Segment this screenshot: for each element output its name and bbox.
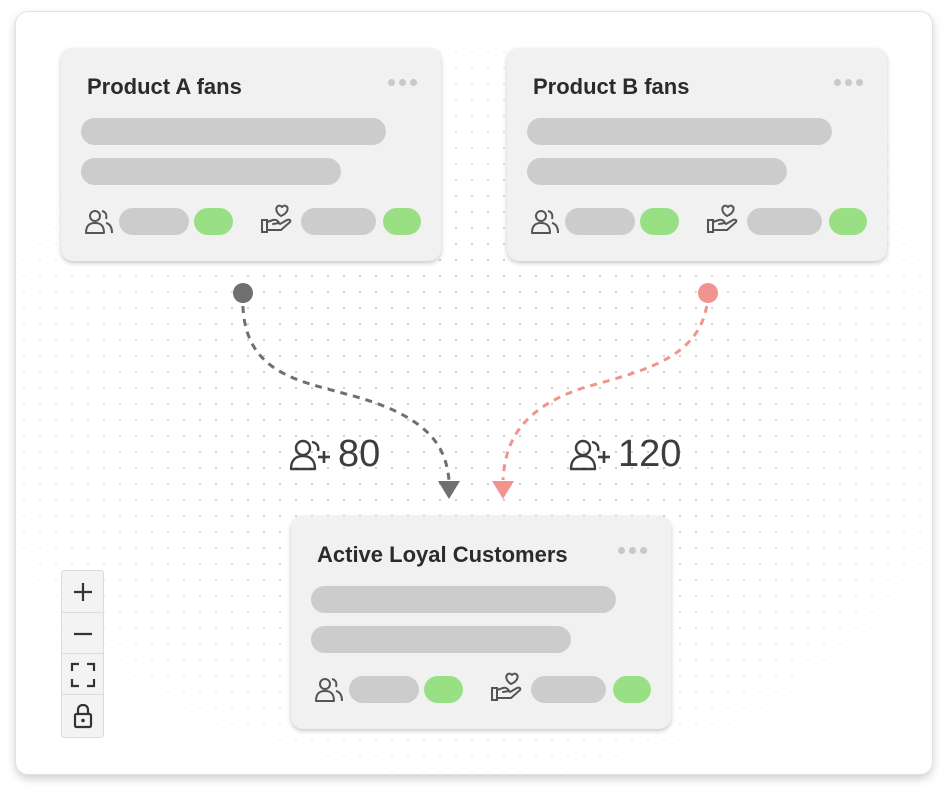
status-pill — [383, 208, 421, 235]
node-title: Product B fans — [533, 74, 690, 99]
fit-screen-icon — [70, 662, 95, 687]
status-pill — [613, 676, 651, 703]
canvas-controls — [61, 570, 104, 738]
more-horizontal-icon[interactable] — [618, 547, 647, 554]
node-card-product-a[interactable]: Product A fans — [61, 48, 441, 261]
users-icon — [315, 678, 343, 702]
hand-heart-icon — [707, 204, 738, 233]
placeholder-pill — [301, 208, 376, 235]
edge-a-to-loyal[interactable] — [241, 292, 451, 481]
placeholder-pill — [349, 676, 419, 703]
node-title: Product A fans — [87, 74, 242, 99]
user-plus-icon — [569, 439, 610, 470]
users-icon — [85, 210, 113, 234]
minus-icon — [73, 632, 92, 635]
more-horizontal-icon[interactable] — [388, 79, 417, 86]
edge-count-b: 120 — [618, 433, 682, 475]
source-handle-b[interactable] — [698, 283, 718, 303]
edge-label-a: 80 — [288, 433, 380, 476]
user-plus-icon — [289, 439, 330, 470]
placeholder-pill — [747, 208, 822, 235]
source-handle-a[interactable] — [233, 283, 253, 303]
placeholder-pill — [531, 676, 606, 703]
placeholder-pill — [565, 208, 635, 235]
placeholder-line — [81, 118, 386, 145]
status-pill — [194, 208, 233, 235]
hand-heart-icon — [491, 672, 522, 701]
users-icon — [531, 210, 559, 234]
zoom-in-button[interactable] — [62, 571, 103, 612]
edge-count-a: 80 — [338, 433, 381, 475]
lock-button[interactable] — [62, 694, 103, 736]
arrowhead-a — [438, 481, 460, 499]
hand-heart-icon — [261, 204, 292, 233]
placeholder-line — [527, 158, 787, 185]
diagram-canvas: 80 120 Product A fans — [16, 12, 932, 774]
placeholder-line — [311, 626, 571, 653]
fit-view-button[interactable] — [62, 653, 103, 695]
placeholder-line — [311, 586, 616, 613]
node-card-product-b[interactable]: Product B fans — [507, 48, 887, 261]
status-pill — [424, 676, 463, 703]
zoom-out-button[interactable] — [62, 612, 103, 654]
more-horizontal-icon[interactable] — [834, 79, 863, 86]
edges-layer — [233, 283, 718, 499]
edge-label-b: 120 — [568, 433, 681, 476]
placeholder-line — [527, 118, 832, 145]
placeholder-pill — [119, 208, 189, 235]
status-pill — [640, 208, 679, 235]
status-pill — [829, 208, 867, 235]
node-card-active-loyal-customers[interactable]: Active Loyal Customers — [291, 516, 671, 729]
arrowhead-b — [492, 481, 514, 499]
placeholder-line — [81, 158, 341, 185]
node-title: Active Loyal Customers — [317, 542, 568, 567]
plus-icon — [73, 582, 92, 601]
lock-icon — [73, 703, 92, 728]
